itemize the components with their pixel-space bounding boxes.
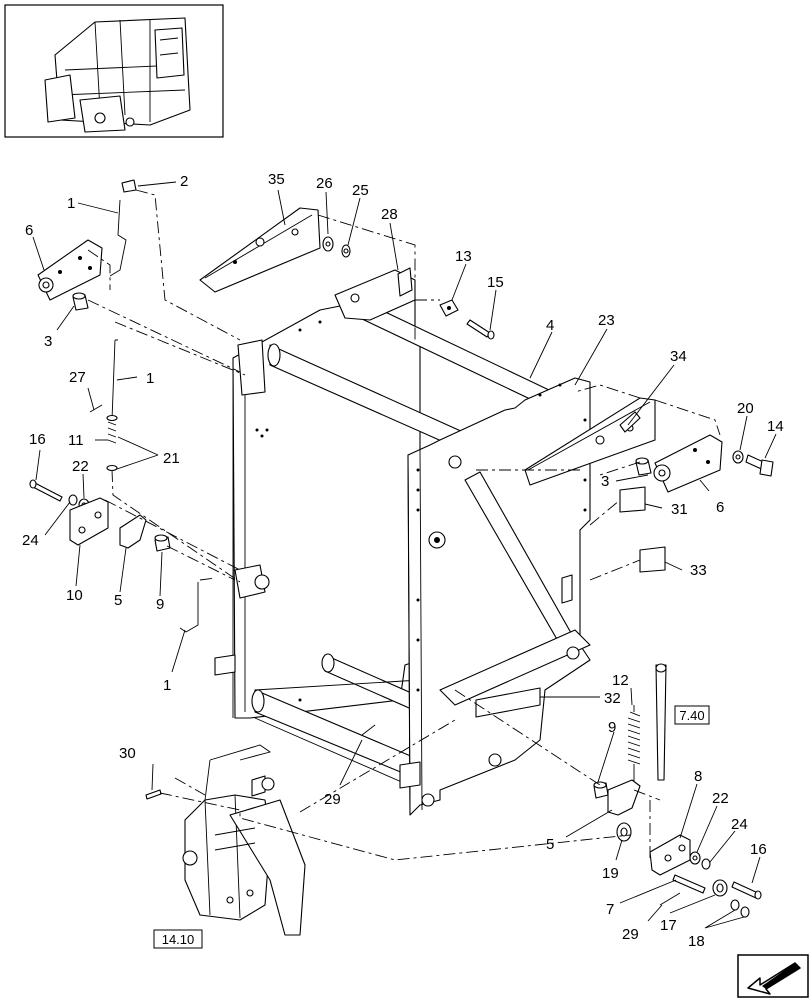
latch-5-right [607,779,641,816]
callout-16: 16 [29,431,46,448]
pin-29-middle [361,724,376,736]
pin-29-right [659,892,681,906]
callout-27: 27 [69,369,86,386]
callout-22: 22 [72,458,89,475]
bracket-8 [649,834,691,876]
callout-7: 7 [606,901,614,918]
pin-27 [89,404,103,413]
bushing-3-right [635,457,652,476]
bolt-16-right [731,881,762,900]
callout-3: 3 [44,333,52,350]
right-frame-plate [255,320,591,816]
callout-6: 6 [716,499,724,516]
leader-lines [32,181,777,929]
reference-label-7-40: 7.40 [679,708,704,723]
pin-7 [672,874,706,894]
callout-1: 1 [163,677,171,694]
callout-13: 13 [455,248,472,265]
callout-12: 12 [612,672,629,689]
callout-29: 29 [622,926,639,943]
callout-11: 11 [68,432,84,449]
handle-1-lower [179,582,199,633]
callout-3: 3 [601,473,609,490]
assembly-lines [87,189,721,861]
callout-22: 22 [712,790,729,807]
reference-label-14-10: 14.10 [162,932,195,947]
callout-18: 18 [688,933,705,950]
pin-30 [145,789,162,800]
callout-19: 19 [602,865,619,882]
reference-7-40[interactable]: 7.40 [674,705,710,725]
callout-29: 29 [324,791,341,808]
callout-1: 1 [67,195,75,212]
callout-5: 5 [114,592,122,609]
callout-30: 30 [119,745,136,762]
plate-35 [199,207,321,293]
washer-18 [730,899,750,918]
bracket-10 [69,497,109,546]
callout-15: 15 [487,274,504,291]
frame-latch-left [214,564,270,676]
bearing-plate-6-left [37,239,103,301]
callout-34: 34 [670,348,687,365]
callout-9: 9 [156,596,164,613]
callout-1: 1 [146,370,154,387]
callout-10: 10 [66,587,83,604]
washer-24-left [68,494,78,506]
washer-20 [732,450,744,464]
callout-4: 4 [546,317,554,334]
bolt-14 [745,454,774,477]
bolt-15 [466,319,495,340]
nut-22-right [689,851,701,865]
callout-24: 24 [22,532,39,549]
callout-5: 5 [546,836,554,853]
callout-23: 23 [598,312,615,329]
callout-16: 16 [750,841,767,858]
callout-21: 21 [163,450,180,467]
bolt-16-left [29,479,63,502]
callout-33: 33 [690,562,707,579]
bushing-9-left [154,534,171,552]
callout-labels: 2 1 6 3 35 26 25 28 13 15 4 23 34 20 14 … [22,171,784,950]
callout-20: 20 [737,400,754,417]
nut-26 [322,236,334,252]
spring-12 [627,705,641,790]
bushing-19 [616,822,632,842]
callout-9: 9 [608,719,616,736]
washer-24-right [701,858,711,870]
callout-8: 8 [694,768,702,785]
next-page-arrow-icon[interactable] [737,954,809,998]
latch-5-left [119,514,147,549]
rod-7-40 [655,663,667,781]
decal-33 [639,546,666,573]
bearing-plate-6-right [653,434,723,493]
reference-14-10[interactable]: 14.10 [153,929,203,949]
callout-25: 25 [352,182,369,199]
callout-6: 6 [25,222,33,239]
callout-17: 17 [660,917,677,934]
callout-32: 32 [604,690,621,707]
sub-assembly-14-10 [182,744,306,936]
callout-2: 2 [180,173,188,190]
washer-25 [341,244,351,258]
bushing-9-right [593,781,609,799]
machine-overview-thumbnail-icon [4,4,224,138]
bushing-3-left [72,292,89,311]
rod-1-middle [106,339,118,472]
callout-26: 26 [316,175,333,192]
decal-31 [619,486,646,513]
bushing-17 [712,879,728,897]
rod-1-upper [109,179,137,277]
callout-14: 14 [767,418,784,435]
callout-28: 28 [381,206,398,223]
callout-24: 24 [731,816,748,833]
callout-35: 35 [268,171,285,188]
nut-13 [439,299,459,317]
callout-31: 31 [671,501,688,518]
